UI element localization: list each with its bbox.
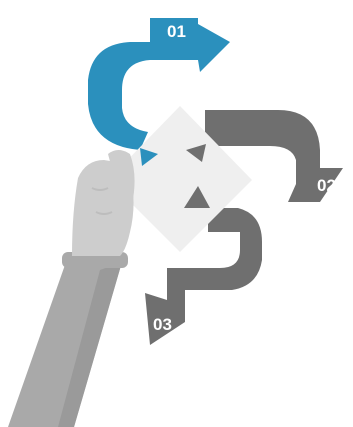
arrow-01-label: 01 xyxy=(167,22,186,41)
arrow-02-label: 02 xyxy=(317,176,336,195)
arrow-03-label: 03 xyxy=(153,315,172,334)
hand xyxy=(8,150,135,427)
